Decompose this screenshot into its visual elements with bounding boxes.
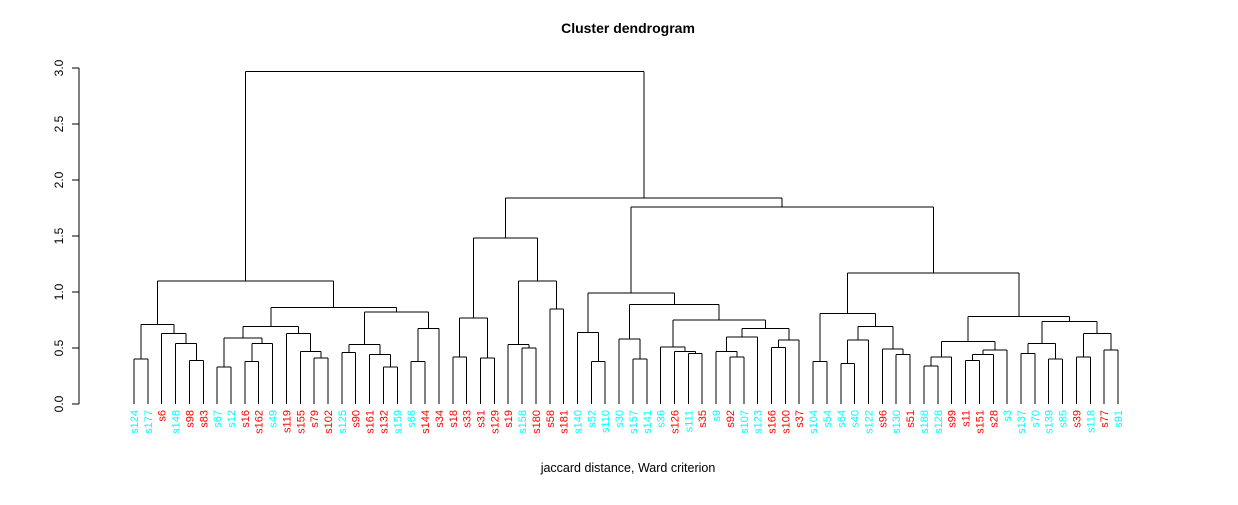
leaf-label: s162 <box>254 410 266 434</box>
leaf-label: s148 <box>171 410 183 434</box>
leaf-label: s128 <box>933 410 945 434</box>
leaf-label: s96 <box>877 410 889 428</box>
leaf-label: s139 <box>1044 410 1056 434</box>
leaf-label: s180 <box>531 410 543 434</box>
leaf-label: s83 <box>198 410 210 428</box>
leaf-label: s66 <box>406 410 418 428</box>
y-tick-label: 3.0 <box>52 59 66 76</box>
y-tick-label: 1.0 <box>52 283 66 300</box>
leaf-label: s28 <box>988 410 1000 428</box>
leaf-label: s188 <box>919 410 931 434</box>
leaf-label: s104 <box>808 410 820 434</box>
leaf-label: s35 <box>697 410 709 428</box>
leaf-label: s177 <box>143 410 155 434</box>
leaf-label: s110 <box>600 410 612 433</box>
leaf-label: s31 <box>475 410 487 428</box>
leaf-label: s77 <box>1099 410 1111 428</box>
leaf-label: s99 <box>947 410 959 428</box>
leaf-label: s39 <box>1071 410 1083 428</box>
leaf-label: s102 <box>323 410 335 434</box>
x-axis-caption: jaccard distance, Ward criterion <box>540 461 716 475</box>
leaf-label: s107 <box>739 410 751 434</box>
leaf-label: s144 <box>420 410 432 434</box>
leaf-label: s166 <box>767 410 779 434</box>
leaf-label: s49 <box>268 410 280 428</box>
leaf-label: s123 <box>753 410 765 434</box>
y-tick-label: 1.5 <box>52 227 66 244</box>
leaf-label: s124 <box>129 410 141 434</box>
leaf-label: s141 <box>642 410 654 434</box>
leaf-label: s90 <box>351 410 363 428</box>
leaf-label: s40 <box>850 410 862 428</box>
leaf-label: s155 <box>295 410 307 434</box>
chart-title: Cluster dendrogram <box>561 20 695 36</box>
leaf-label: s54 <box>822 410 834 428</box>
leaf-label: s111 <box>683 410 695 432</box>
y-axis: 0.0 0.5 1.0 1.5 2.0 2.5 3.0 <box>52 59 80 412</box>
leaf-label: s85 <box>1058 410 1070 428</box>
leaf-label: s19 <box>503 410 515 428</box>
leaf-label: s9 <box>711 410 723 422</box>
leaf-label: s130 <box>891 410 903 434</box>
leaf-label: s181 <box>559 410 571 434</box>
leaf-label: s70 <box>1030 410 1042 428</box>
leaf-label: s159 <box>392 410 404 434</box>
leaf-label: s118 <box>1085 410 1097 433</box>
dendrogram-tree <box>133 70 1119 404</box>
leaf-label: s92 <box>725 410 737 428</box>
leaf-label: s67 <box>212 410 224 428</box>
leaf-label: s158 <box>517 410 529 434</box>
leaf-label: s79 <box>309 410 321 428</box>
leaf-label: s132 <box>378 410 390 434</box>
leaf-label: s129 <box>489 410 501 434</box>
leaf-label: s98 <box>184 410 196 428</box>
leaf-label: s51 <box>905 410 917 428</box>
leaf-label: s12 <box>226 410 238 428</box>
leaf-label: s3 <box>1002 410 1014 422</box>
leaf-label: s151 <box>974 410 986 434</box>
y-tick-label: 0.5 <box>52 339 66 356</box>
leaf-label: s37 <box>794 410 806 428</box>
leaf-label: s30 <box>614 410 626 428</box>
leaf-label: s161 <box>365 410 377 434</box>
leaf-label: s52 <box>586 410 598 428</box>
leaf-label: s6 <box>157 410 169 422</box>
leaf-label: s36 <box>656 410 668 428</box>
leaf-label: s64 <box>836 410 848 428</box>
leaf-label: s125 <box>337 410 349 434</box>
leaf-label: s11 <box>961 410 973 427</box>
leaf-label: s157 <box>628 410 640 434</box>
leaf-label: s33 <box>462 410 474 428</box>
leaf-label: s91 <box>1113 410 1125 428</box>
y-tick-label: 2.0 <box>52 171 66 188</box>
leaf-label: s126 <box>670 410 682 434</box>
y-tick-label: 0.0 <box>52 395 66 412</box>
leaf-label: s122 <box>864 410 876 434</box>
leaf-label: s34 <box>434 410 446 428</box>
leaf-label: s119 <box>281 410 293 433</box>
leaf-label: s140 <box>572 410 584 434</box>
leaf-label: s100 <box>780 410 792 434</box>
leaf-label: s18 <box>448 410 460 428</box>
leaf-label: s137 <box>1016 410 1028 434</box>
y-tick-label: 2.5 <box>52 115 66 132</box>
leaf-label: s58 <box>545 410 557 428</box>
leaf-label: s16 <box>240 410 252 428</box>
